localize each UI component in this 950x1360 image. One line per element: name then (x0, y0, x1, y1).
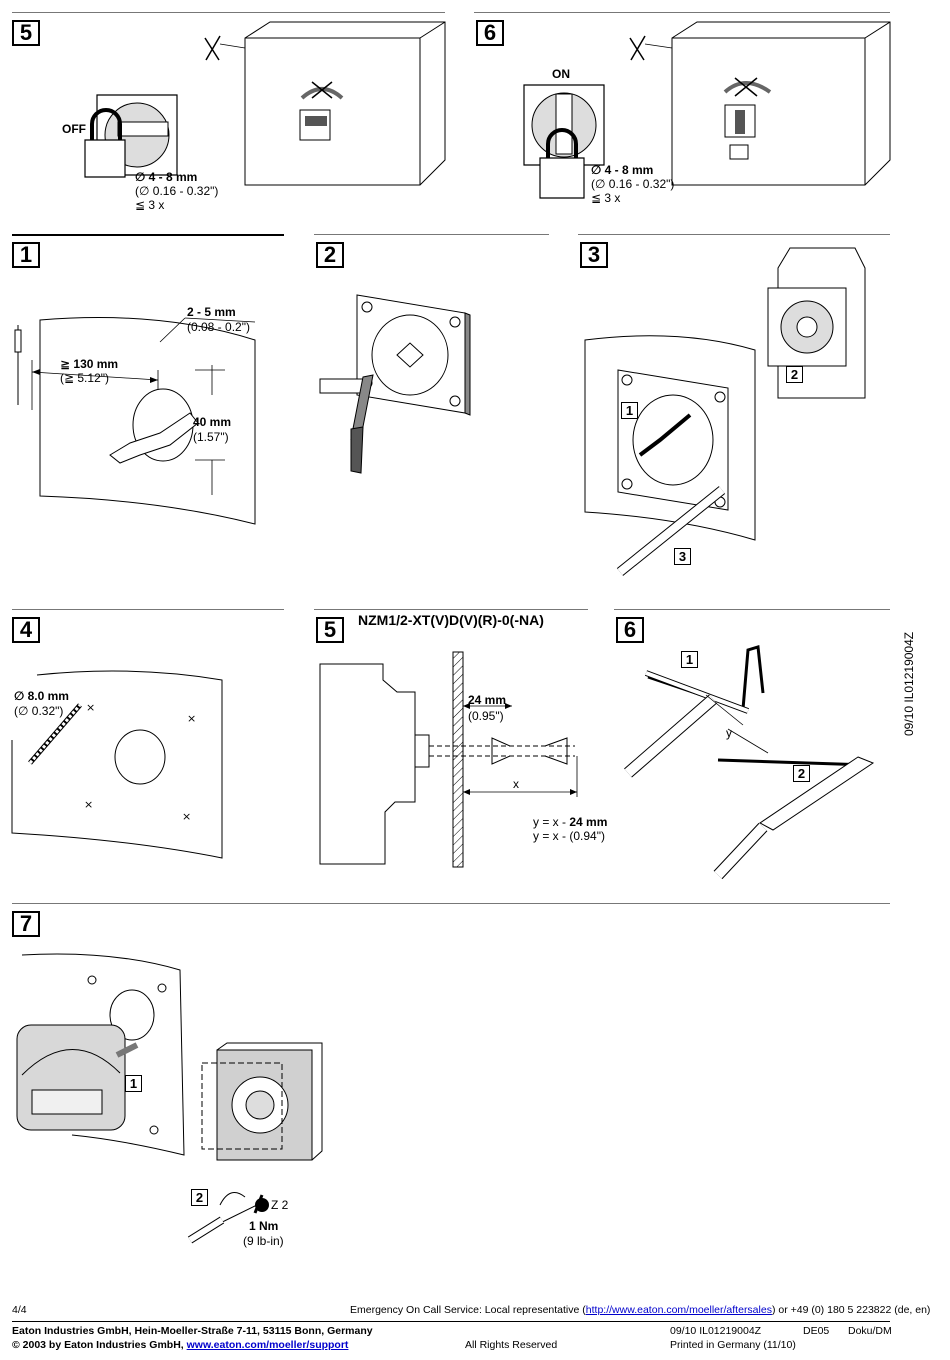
step5-dim-in: (0.95") (468, 709, 504, 723)
step1-thickness: 2 - 5 mm (187, 305, 236, 319)
step7-torque-in: (9 lb-in) (243, 1234, 284, 1248)
step1-distance: ≧ 130 mm (60, 357, 119, 371)
step6-callout-1: 1 (681, 651, 698, 668)
svg-text:×: × (84, 798, 93, 811)
step3-callout-3: 3 (674, 548, 691, 565)
aftersales-link[interactable]: http://www.eaton.com/moeller/aftersales (585, 1304, 772, 1316)
step-7-box: 7 (12, 911, 40, 937)
step7-torque: 1 Nm (249, 1219, 279, 1233)
footer-copyright-pre: © 2003 by Eaton Industries GmbH, (12, 1339, 187, 1351)
step-6-lock-on-box: 6 (476, 20, 504, 46)
lock-left-count: ≦ 3 x (135, 198, 165, 212)
svg-text:×: × (187, 712, 196, 725)
step1-distance-in: (≧ 5.12") (60, 371, 109, 385)
lock-right-diameter: ∅ 4 - 8 mm (591, 163, 654, 177)
saw-and-file-illustration (618, 645, 878, 885)
svg-text:×: × (86, 701, 95, 714)
handle-assembly-illustration (12, 955, 342, 1245)
lock-left-diameter-in: (∅ 0.16 - 0.32") (135, 184, 219, 198)
step1-height: 40 mm (193, 415, 232, 429)
footer-emergency-pre: Emergency On Call Service: Local represe… (350, 1304, 586, 1316)
step-6-box: 6 (616, 617, 644, 643)
step5-model-title: NZM1/2-XT(V)D(V)(R)-0(-NA) (358, 612, 544, 628)
step-1-box: 1 (12, 242, 40, 268)
step5-formula-2: y = x - (0.94") (533, 829, 605, 843)
lock-on-label: ON (552, 67, 570, 81)
step1-thickness-in: (0.08 - 0.2") (187, 320, 250, 334)
step4-drill: ∅ 8.0 mm (14, 689, 69, 703)
step5-formula-1-bold: 24 mm (569, 815, 608, 829)
lock-right-count: ≦ 3 x (591, 191, 621, 205)
lock-right-diameter-in: (∅ 0.16 - 0.32") (591, 177, 675, 191)
lock-off-label: OFF (62, 122, 86, 136)
drilling-pattern-illustration: × × × × (12, 665, 292, 865)
footer-rights: All Rights Reserved (465, 1339, 558, 1351)
step7-callout-2: 2 (191, 1189, 208, 1206)
support-link[interactable]: www.eaton.com/moeller/support (186, 1339, 349, 1351)
step5-x-label: x (513, 777, 519, 791)
footer-emergency: Emergency On Call Service: Local represe… (350, 1304, 930, 1316)
step7-driver: Z 2 (271, 1198, 289, 1212)
lock-left-diameter: ∅ 4 - 8 mm (135, 170, 198, 184)
mounting-plate-screwdriver-illustration (315, 295, 475, 475)
step5-formula-1-pre: y = x - (533, 815, 570, 829)
step6-callout-2: 2 (793, 765, 810, 782)
step5-formula-1: y = x - 24 mm (533, 815, 607, 829)
footer-copyright: © 2003 by Eaton Industries GmbH, www.eat… (12, 1339, 348, 1351)
footer-doc-code: 09/10 IL01219004Z (670, 1325, 762, 1337)
footer-company: Eaton Industries GmbH, Hein-Moeller-Stra… (12, 1325, 373, 1337)
step-2-box: 2 (316, 242, 344, 268)
shaft-length-illustration (315, 652, 595, 867)
panel-cutout-dimension-illustration (10, 300, 290, 530)
step1-height-in: (1.57") (193, 430, 229, 444)
step5-dim: 24 mm (468, 693, 507, 707)
step4-drill-in: (∅ 0.32") (14, 704, 64, 718)
step6-y-label: y (726, 726, 732, 740)
footer-code: DE05 (803, 1325, 830, 1337)
footer-emergency-post: ) or +49 (0) 180 5 223822 (de, en) (771, 1304, 931, 1316)
step3-callout-1: 1 (621, 402, 638, 419)
padlock-on-illustration (520, 30, 890, 200)
footer-doku: Doku/DM (848, 1325, 892, 1337)
switch-mounting-illustration (580, 240, 890, 580)
step-4-box: 4 (12, 617, 40, 643)
step-5-box: 5 (316, 617, 344, 643)
step3-callout-2: 2 (786, 366, 803, 383)
padlock-off-illustration (60, 30, 450, 200)
side-document-code: 09/10 IL01219004Z (902, 631, 916, 736)
step-3-box: 3 (580, 242, 608, 268)
footer-printed: Printed in Germany (11/10) (670, 1339, 796, 1351)
footer-page-number: 4/4 (12, 1304, 27, 1316)
step-5-lock-off-box: 5 (12, 20, 40, 46)
svg-text:×: × (182, 810, 191, 823)
step7-callout-1: 1 (125, 1075, 142, 1092)
